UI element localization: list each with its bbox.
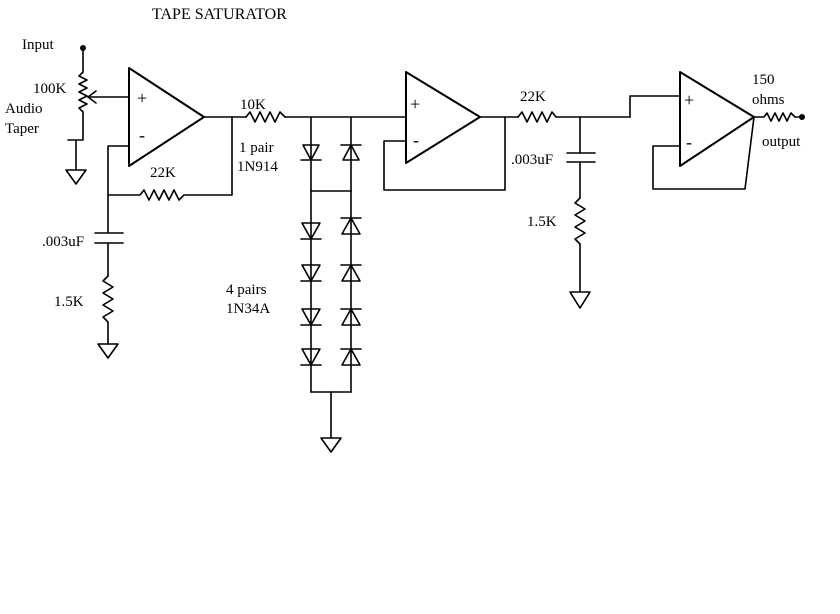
output-terminal [799,114,805,120]
diode-pair-count-label: 1 pair [239,140,274,156]
opamp-2-minus-sign: - [413,130,419,150]
ground-symbol [97,343,119,359]
opamp-3-minus-sign: - [686,132,692,152]
series-resistor-10k [245,111,286,123]
ground-resistor-1-label: 1.5K [54,294,84,310]
diode-pair-part-label: 1N914 [237,159,278,175]
diode-stack-count-label: 4 pairs [226,282,267,298]
diagram-title: TAPE SATURATOR [152,6,287,23]
pot-type-label-1: Audio [5,101,43,117]
feedback-resistor-22k [107,116,233,201]
opamp-3 [679,71,755,167]
opamp-1 [128,67,205,167]
output-impedance-value-label: 150 [752,72,775,88]
opamp-2-plus-sign: + [410,94,420,114]
opamp-1-minus-sign: - [139,125,145,145]
capacitor-2-label: .003uF [511,152,553,168]
opamp-3-plus-sign: + [684,90,694,110]
series-resistor-22k-label: 22K [520,89,546,105]
ground-symbol [320,391,342,453]
ground-symbol [65,139,87,185]
opamp-2 [405,71,481,164]
capacitor-1-label: .003uF [42,234,84,250]
pot-type-label-2: Taper [5,121,39,137]
output-label: output [762,134,801,150]
opamp-1-plus-sign: + [137,88,147,108]
capacitor-1 [94,194,124,277]
feedback-resistor-22k-label: 22K [150,165,176,181]
series-resistor-10k-label: 10K [240,97,266,113]
ground-resistor-2 [574,197,586,293]
ground-symbol [569,291,591,309]
input-label: Input [22,37,54,53]
ground-resistor-1 [102,275,114,345]
series-resistor-22k [517,111,557,123]
output-resistor-150-ohms [753,112,801,122]
ground-resistor-2-label: 1.5K [527,214,557,230]
potentiometer-100k [67,47,129,141]
output-impedance-unit-label: ohms [752,92,785,108]
capacitor-2 [566,116,596,199]
diode-stack-1n34a [300,190,362,393]
pot-value-label: 100K [33,81,67,97]
diode-stack-part-label: 1N34A [226,301,270,317]
diode-pair-1n914 [300,116,362,192]
